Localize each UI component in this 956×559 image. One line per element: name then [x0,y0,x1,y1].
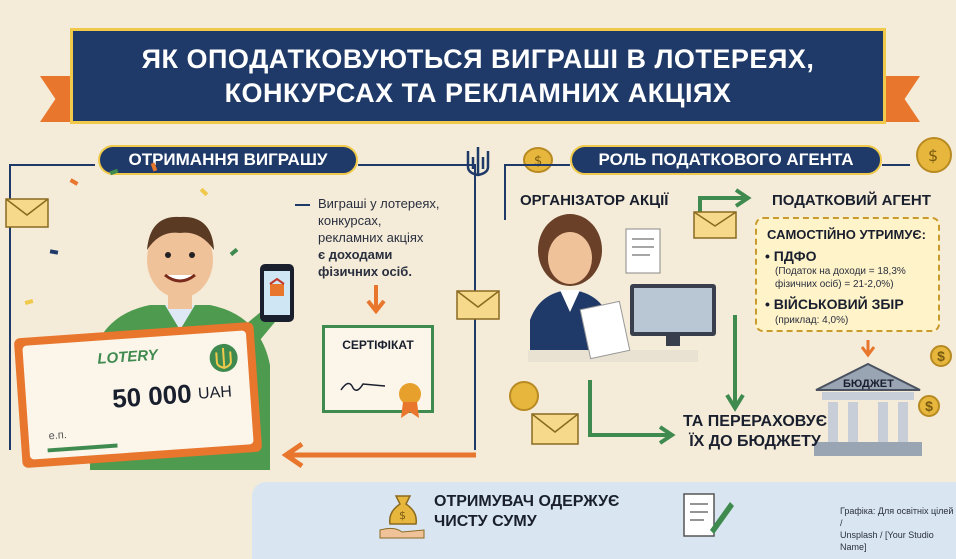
organizer-woman-illustration [528,214,698,362]
coin-small-1: $ [930,345,952,367]
envelope-icon [5,198,49,228]
agent-label: ПОДАТКОВИЙ АГЕНТ [772,192,931,209]
pdfo-title: • ПДФО [765,248,817,264]
document-icon [625,228,661,274]
bottom-bar [252,482,956,559]
title-line-2: КОНКУРСАХ ТА РЕКЛАМНИХ АКЦІЯХ [224,78,732,108]
svg-text:$: $ [534,154,542,169]
net-line-2: ЧИСТУ СУМУ [434,513,537,530]
down-arrow-icon [366,285,386,315]
winnings-note: Виграші у лотереях, конкурсах, рекламних… [318,195,468,280]
pdfo-detail-2: фізичних осіб) = 21-2,0%) [775,279,894,290]
svg-text:$: $ [399,509,406,522]
rosette-icon [399,383,421,418]
transfer-line-1: ТА ПЕРЕРАХОВУЄ [683,413,828,430]
check-currency: UAH [197,383,233,403]
confetti-decoration [24,162,239,305]
coin-small-2: $ [918,395,940,417]
check-stripe [47,443,118,453]
svg-text:$: $ [928,146,938,165]
right-section-heading: РОЛЬ ПОДАТКОВОГО АГЕНТА [570,145,882,175]
pdfo-title-text: ПДФО [773,248,817,264]
title-box: ЯК ОПОДАТКОВУЮТЬСЯ ВИГРАШІ В ЛОТЕРЕЯХ, К… [70,28,886,124]
left-section-heading: ОТРИМАННЯ ВИГРАШУ [98,145,358,175]
right-flow-lines [504,164,910,445]
note-bold-2: фізичних осіб. [318,264,412,279]
military-title: • ВІЙСЬКОВИЙ ЗБІР [765,296,904,312]
left-arrow-icon [281,441,476,469]
check-ep: е.п. [48,429,68,443]
net-line-1: ОТРИМУВАЧ ОДЕРЖУЄ [434,493,620,510]
envelope-bottom-icon [531,413,579,445]
withholds-title: САМОСТІЙНО УТРИМУЄ: [767,227,927,242]
certificate-title: СЕРТІФІКАТ [342,338,414,352]
title-banner: ЯК ОПОДАТКОВУЮТЬСЯ ВИГРАШІ В ЛОТЕРЕЯХ, К… [40,28,920,128]
left-flow-lines [9,164,476,450]
money-bag-hand-icon: $ [379,495,425,539]
net-amount-text: ОТРИМУВАЧ ОДЕРЖУЄ ЧИСТУ СУМУ [434,492,619,532]
certificate: СЕРТІФІКАТ [322,325,434,418]
budget-label: БЮДЖЕТ [843,378,894,390]
military-detail: (приклад: 4,0%) [775,315,849,326]
envelope-green-icon [693,211,737,239]
trident-icon [466,147,490,177]
budget-building-icon [814,362,922,456]
note-bold-1: є доходами [318,247,393,262]
credit-line-2: Unsplash / [Your Studio Name] [840,530,934,552]
withholding-box: САМОСТІЙНО УТРИМУЄ: • ПДФО (Податок на д… [755,217,940,332]
note-line-2: конкурсах, [318,213,382,228]
check-amount: 50 000 [111,378,193,414]
note-line-1: Виграші у лотереях, [318,196,440,211]
phone-icon [260,264,294,322]
coin-pile-icon [509,381,539,411]
envelope-mid-icon [456,290,500,320]
lottery-check: LOTERY 50 000 UAH е.п. [13,321,263,469]
signature-icon [340,382,386,391]
seal-icon [209,343,238,372]
credit-line-1: Графіка: Для освітніх цілей / [840,506,954,528]
transfer-text: ТА ПЕРЕРАХОВУЄ ЇХ ДО БЮДЖЕТУ [683,412,827,452]
credit-text: Графіка: Для освітніх цілей / Unsplash /… [840,505,956,553]
organizer-label: ОРГАНІЗАТОР АКЦІЇ [520,192,669,209]
military-title-text: ВІЙСЬКОВИЙ ЗБІР [773,296,904,312]
check-brand: LOTERY [96,346,159,368]
note-line-3: рекламних акціях [318,230,424,245]
coin-icon: $ [916,137,952,173]
signed-document-icon [683,493,734,537]
title-line-1: ЯК ОПОДАТКОВУЮТЬСЯ ВИГРАШІ В ЛОТЕРЕЯХ, [141,44,815,74]
transfer-line-2: ЇХ ДО БЮДЖЕТУ [689,433,821,450]
pdfo-detail-1: (Податок на доходи = 18,3% [775,266,906,277]
monitor-icon [630,284,716,346]
